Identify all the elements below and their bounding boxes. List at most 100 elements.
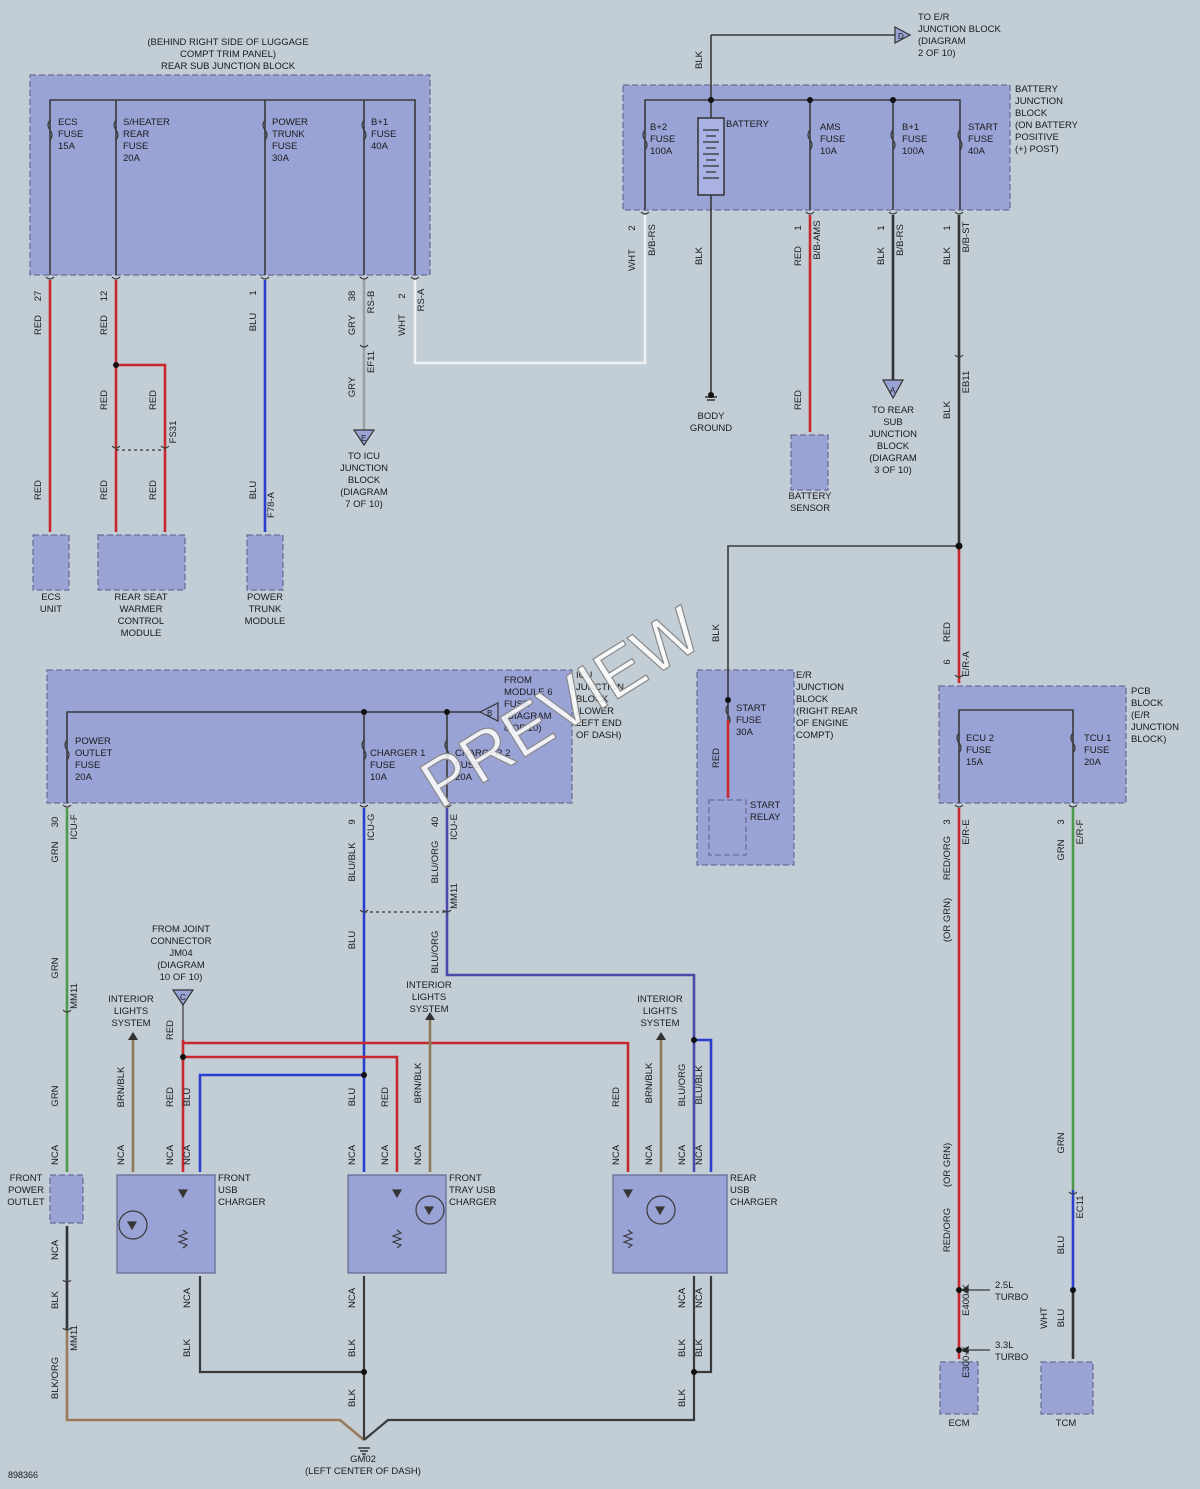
tcm-label: TCM bbox=[1056, 1418, 1077, 1429]
wire-label: NCA bbox=[182, 1144, 193, 1165]
usb-internals bbox=[118, 1189, 676, 1249]
wire-label: 30 bbox=[50, 817, 61, 828]
power-trunk-box bbox=[246, 534, 284, 591]
wire-label: MM11 bbox=[69, 983, 80, 1009]
wire-label: GRN bbox=[50, 1085, 61, 1106]
tcm-box bbox=[1040, 1361, 1094, 1415]
wire-label: NCA bbox=[116, 1144, 127, 1165]
wire-label: F78-A bbox=[266, 491, 277, 518]
wire-seat-red-b bbox=[116, 363, 167, 532]
ref-letter: B bbox=[487, 709, 492, 718]
wire-label: RS-B bbox=[366, 291, 377, 314]
wire-label: RED bbox=[380, 1087, 391, 1107]
wire-label: 1 bbox=[248, 290, 259, 295]
wire-label: 2 bbox=[627, 225, 638, 230]
icu-junction-block bbox=[46, 669, 573, 804]
wire-label: BLU/BLK bbox=[347, 842, 358, 882]
wire-label: NCA bbox=[165, 1144, 176, 1165]
wire-label: GRN bbox=[1056, 1132, 1067, 1153]
turbo-arrows bbox=[960, 1286, 990, 1354]
wire-label: RED bbox=[99, 480, 110, 500]
wire-label: ICU-G bbox=[366, 814, 377, 841]
wire-label: MM11 bbox=[449, 883, 460, 909]
wire-label: GRY bbox=[347, 314, 358, 335]
ref-letter: E bbox=[361, 434, 366, 443]
wire-label: 1 bbox=[876, 225, 887, 230]
wire-label: BLU bbox=[347, 1088, 358, 1107]
pcb-block bbox=[938, 685, 1127, 804]
wire-label: NCA bbox=[50, 1239, 61, 1260]
wire-label: RED bbox=[611, 1087, 622, 1107]
wire-label: E400-K bbox=[961, 1283, 972, 1315]
wire-label: BLK bbox=[942, 246, 953, 265]
splice-dots bbox=[113, 97, 1076, 1375]
wire-label: 12 bbox=[99, 291, 110, 302]
wire-label: BLK bbox=[942, 400, 953, 419]
wire-label: NCA bbox=[694, 1144, 705, 1165]
wire-label: BLK bbox=[50, 1290, 61, 1309]
wire-label: BLU bbox=[347, 931, 358, 950]
wire-label: BRN/BLK bbox=[413, 1062, 424, 1103]
rear-seat-warmer-box bbox=[97, 534, 186, 591]
ground-gm02-label: GM02(LEFT CENTER OF DASH) bbox=[305, 1454, 421, 1477]
wire-label: NCA bbox=[611, 1144, 622, 1165]
ecs-unit-box bbox=[32, 534, 70, 591]
rear-sub-junction-block bbox=[29, 74, 431, 276]
wire-label: NCA bbox=[50, 1144, 61, 1165]
wire-label: BLK bbox=[694, 50, 705, 69]
wire-label: B/B-RS bbox=[647, 224, 658, 256]
wire-label: GRY bbox=[347, 376, 358, 397]
battery-sensor-box bbox=[790, 434, 829, 491]
wire-rs-wht bbox=[413, 215, 647, 365]
connector-ticks bbox=[45, 211, 1078, 1331]
wire-label: RED bbox=[793, 246, 804, 266]
wire-label: NCA bbox=[677, 1287, 688, 1308]
doc-id: 898366 bbox=[8, 1470, 38, 1480]
wire-label: WHT bbox=[397, 314, 408, 336]
rear-usb-box bbox=[612, 1174, 728, 1274]
wire-label: 1 bbox=[942, 225, 953, 230]
ground-symbol bbox=[358, 396, 717, 1455]
wire-label: BLU bbox=[1056, 1236, 1067, 1255]
wire-label: 38 bbox=[347, 291, 358, 302]
wire-label: RED bbox=[165, 1087, 176, 1107]
ecm-box bbox=[939, 1361, 979, 1415]
wire-label: 2 bbox=[397, 293, 408, 298]
wire-label: RED bbox=[942, 622, 953, 642]
wire-label: MM11 bbox=[69, 1325, 80, 1351]
wire-label: RED bbox=[99, 390, 110, 410]
wire-label: BLU/ORG bbox=[677, 1064, 688, 1107]
wire-label: EC11 bbox=[1075, 1195, 1086, 1218]
wire-label: BRN/BLK bbox=[116, 1066, 127, 1107]
fuse-symbols bbox=[47, 119, 1076, 761]
battery-junction-block bbox=[622, 84, 1011, 211]
wire-label: GRN bbox=[50, 841, 61, 862]
wire-label: 27 bbox=[33, 291, 44, 302]
wire-label: NCA bbox=[644, 1144, 655, 1165]
ref-letter: A bbox=[890, 386, 896, 395]
wire-label: BLK bbox=[694, 246, 705, 265]
wire-label: (OR GRN) bbox=[942, 898, 953, 942]
